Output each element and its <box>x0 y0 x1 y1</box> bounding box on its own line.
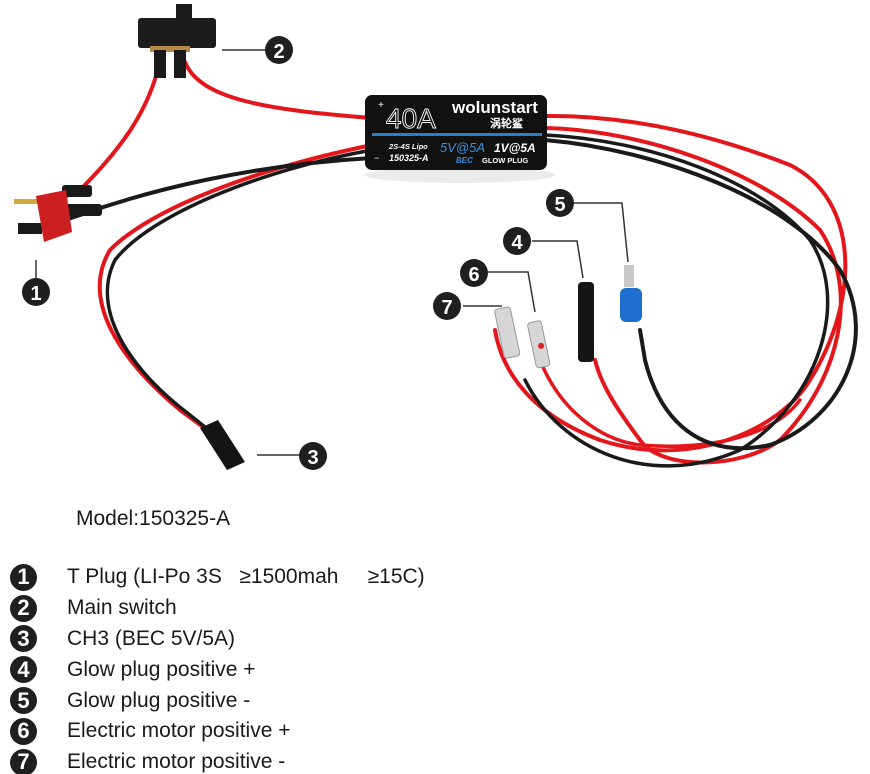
module-battery-rating: 2S-4S Lipo <box>388 142 428 151</box>
wire-motor-positive-red <box>493 113 848 453</box>
switch-body <box>138 18 216 48</box>
callout-badge-1: 1 <box>22 278 50 306</box>
motor-positive-terminal <box>527 320 551 369</box>
callout-number: 6 <box>468 264 479 286</box>
callout-badges: 1 2 3 4 5 6 7 <box>22 36 574 470</box>
callout-badge-6: 6 <box>460 259 488 287</box>
model-label: Model:150325-A <box>76 507 231 530</box>
callout-line-5 <box>574 202 629 263</box>
glow-negative-spade <box>624 265 634 287</box>
motor-negative-spade <box>494 306 521 359</box>
glow-negative-blue-terminal <box>620 288 642 322</box>
legend-item: 6 Electric motor positive + <box>10 716 425 747</box>
module-minus-sign: − <box>374 153 379 163</box>
callout-number: 4 <box>511 232 523 254</box>
legend-number-badge: 1 <box>10 563 37 591</box>
callout-number: 5 <box>554 194 565 216</box>
module-model-code: 150325-A <box>389 153 429 163</box>
legend-text: Electric motor positive + <box>67 719 291 743</box>
controller-module: + 40A wolunstart 涡轮鲨 2S-4S Lipo − 150325… <box>365 95 547 170</box>
module-current-rating: 40A <box>386 103 436 134</box>
legend-item: 1 T Plug (LI-Po 3S ≥1500mah ≥15C) <box>10 562 425 593</box>
switch-lead-sleeve <box>154 50 166 78</box>
motor-negative-terminal <box>494 306 521 359</box>
black-wires <box>63 133 858 468</box>
module-shadow <box>365 167 555 183</box>
ch3-connector <box>200 420 245 470</box>
legend-number-badge: 4 <box>10 656 37 684</box>
module-bec-output: 5V@5A <box>440 140 485 155</box>
t-plug-sleeve-red <box>62 185 92 197</box>
legend-text: Glow plug positive + <box>67 657 256 681</box>
callout-number: 7 <box>441 297 452 319</box>
legend-number-badge: 6 <box>10 717 37 745</box>
legend-item: 2 Main switch <box>10 593 425 624</box>
legend-text: Glow plug positive - <box>67 688 251 712</box>
legend-text: T Plug (LI-Po 3S ≥1500mah ≥15C) <box>67 565 425 589</box>
callout-badge-3: 3 <box>299 442 327 470</box>
terminals <box>494 265 642 369</box>
legend-number-badge: 5 <box>10 687 37 715</box>
glow-positive-heatshrink <box>578 282 594 362</box>
legend-number-badge: 3 <box>10 625 37 653</box>
red-wires <box>60 58 848 465</box>
legend-number-badge: 7 <box>10 748 37 774</box>
callout-number: 1 <box>30 283 41 305</box>
t-plug-housing <box>36 190 72 242</box>
module-plus-sign: + <box>378 100 384 111</box>
callout-line-4 <box>532 240 584 279</box>
module-body <box>365 95 547 170</box>
callout-number: 3 <box>307 447 318 469</box>
wire-switch-to-tplug-red <box>60 58 162 200</box>
t-plug-sleeve-black <box>62 204 102 216</box>
switch-contacts <box>150 46 190 52</box>
module-glow-label: GLOW PLUG <box>482 156 528 165</box>
legend-text: CH3 (BEC 5V/5A) <box>67 626 236 650</box>
t-plug-pin-black <box>18 223 42 234</box>
callout-lines <box>35 49 629 456</box>
callout-badge-4: 4 <box>503 227 531 255</box>
wire-glow-negative-black <box>543 138 858 451</box>
wire-switch-to-module-red <box>183 60 374 120</box>
legend-item: 7 Electric motor positive - <box>10 747 425 774</box>
callout-number: 2 <box>273 41 284 63</box>
legend-number-badge: 2 <box>10 594 37 622</box>
t-plug <box>14 185 102 242</box>
legend-text: Electric motor positive - <box>67 750 286 774</box>
legend-text: Main switch <box>67 596 177 620</box>
module-stripe <box>372 133 542 136</box>
wire-motor-lead-red <box>538 358 802 448</box>
callout-badge-7: 7 <box>433 292 461 320</box>
motor-positive-red-marker <box>538 342 545 349</box>
wire-motor-negative-black <box>523 133 830 468</box>
legend-item: 3 CH3 (BEC 5V/5A) <box>10 624 425 655</box>
legend: 1 T Plug (LI-Po 3S ≥1500mah ≥15C) 2 Main… <box>10 562 425 774</box>
main-switch <box>138 4 216 78</box>
module-glow-output: 1V@5A <box>494 141 536 155</box>
legend-item: 5 Glow plug positive - <box>10 685 425 716</box>
wiring-illustration: + 40A wolunstart 涡轮鲨 2S-4S Lipo − 150325… <box>14 4 858 470</box>
callout-badge-2: 2 <box>265 36 293 64</box>
module-bec-label: BEC <box>456 156 473 165</box>
callout-badge-5: 5 <box>546 189 574 217</box>
switch-lead-sleeve <box>174 50 186 78</box>
wire-bec-red <box>97 143 374 434</box>
callout-line-6 <box>488 271 536 313</box>
wire-bec-black <box>105 148 374 437</box>
module-brand: wolunstart <box>451 98 538 117</box>
module-brand-chinese: 涡轮鲨 <box>490 116 523 130</box>
legend-item: 4 Glow plug positive + <box>10 654 425 685</box>
wire-glow-positive-red <box>543 126 843 465</box>
switch-slider <box>176 4 192 20</box>
t-plug-pin <box>14 199 38 204</box>
ch3-housing <box>200 420 245 470</box>
